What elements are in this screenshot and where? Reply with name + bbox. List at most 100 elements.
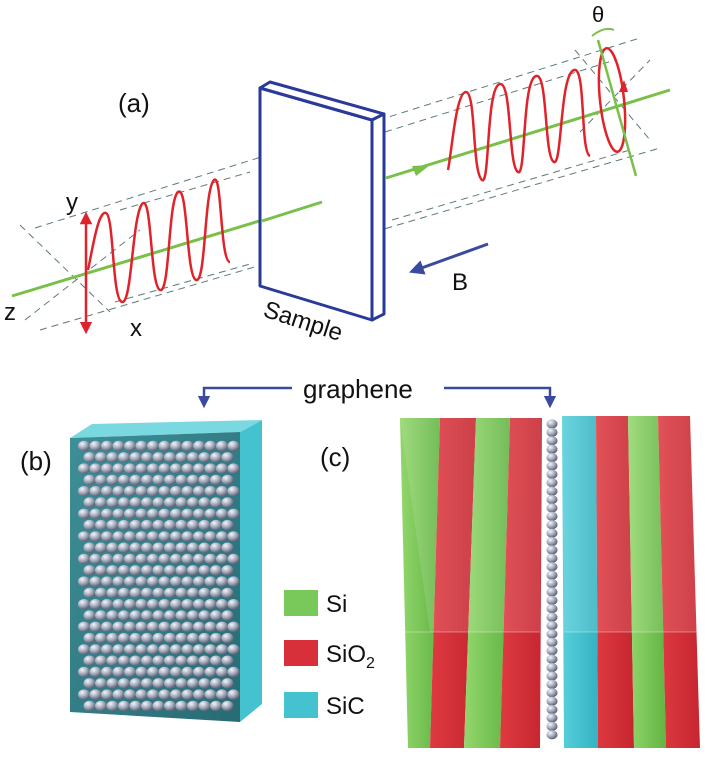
graphene-atom — [147, 666, 159, 678]
graphene-atom — [181, 599, 194, 610]
graphene-atom — [135, 508, 148, 519]
graphene-atom — [546, 696, 558, 706]
graphene-atom — [89, 599, 102, 610]
graphene-atom — [89, 440, 102, 452]
graphene-atom — [175, 565, 188, 576]
graphene-atom — [118, 497, 130, 508]
graphene-atom — [175, 700, 188, 712]
graphene-atom — [158, 621, 171, 632]
layer-sio2-2 — [500, 418, 542, 748]
graphene-atom — [198, 542, 211, 553]
graphene-atom — [546, 461, 558, 471]
legend-swatch-sio2 — [284, 640, 318, 666]
graphene-atom — [95, 497, 107, 508]
graphene-atom — [175, 655, 188, 666]
graphene-atom — [193, 508, 205, 519]
graphene-atom — [152, 700, 165, 712]
legend-swatch-sic — [284, 692, 318, 718]
graphene-atom — [118, 519, 130, 531]
ellipse-arrow — [619, 80, 628, 92]
graphene-atom — [546, 671, 558, 681]
graphene-atom — [89, 508, 102, 519]
graphene-atom — [147, 486, 159, 497]
graphene-atom — [152, 452, 165, 463]
graphene-atom — [95, 565, 107, 576]
graphene-atom — [198, 632, 211, 644]
graphene-atom — [101, 621, 113, 632]
graphene-atom — [227, 576, 240, 587]
graphene-atom — [546, 730, 558, 740]
graphene-atom — [129, 587, 142, 599]
graphene-atom — [141, 632, 153, 644]
graphene-atom — [95, 655, 107, 666]
graphene-atom — [216, 621, 228, 632]
right-block-facet — [562, 416, 700, 632]
graphene-atom — [198, 587, 211, 599]
legend-item-sio2: SiO2 — [284, 640, 375, 672]
graphene-atom — [210, 632, 222, 644]
graphene-atom — [546, 495, 558, 505]
graphene-atom — [216, 576, 228, 587]
rotation-arc — [591, 27, 615, 37]
graphene-atom — [181, 621, 194, 632]
graphene-atom — [546, 612, 558, 622]
graphene-atom — [198, 655, 211, 666]
graphene-atom — [152, 610, 165, 621]
graphene-atom — [181, 508, 194, 519]
graphene-atom — [546, 679, 558, 690]
multilayer-left — [400, 418, 542, 748]
graphene-atom — [181, 440, 194, 452]
graphene-atom — [124, 440, 136, 452]
graphene-atom — [118, 632, 130, 644]
graphene-atom — [158, 666, 171, 678]
graphene-atom — [112, 644, 125, 655]
graphene-atom — [164, 452, 176, 463]
graphene-atom — [216, 486, 228, 497]
graphene-atom — [101, 463, 113, 474]
graphene-atom — [164, 565, 176, 576]
graphene-atom — [193, 486, 205, 497]
graphene-atom — [129, 474, 142, 486]
graphene-atom — [95, 519, 107, 531]
graphene-atom — [204, 553, 217, 565]
layer-sio2-4 — [658, 416, 700, 748]
graphene-atom — [129, 632, 142, 644]
graphene-atom — [187, 519, 199, 531]
graphene-atom — [175, 678, 188, 689]
graphene-atom — [141, 700, 153, 712]
graphene-atom — [546, 427, 558, 437]
graphene-atom — [216, 666, 228, 678]
graphene-atom — [129, 452, 142, 463]
field-label: B — [452, 269, 468, 296]
graphene-atom — [89, 486, 102, 497]
graphene-atom — [129, 678, 142, 689]
graphene-atom — [170, 666, 182, 678]
layer-si-2 — [464, 418, 510, 748]
graphene-atom — [175, 452, 188, 463]
graphene-atom — [193, 553, 205, 565]
rotated-axis — [596, 39, 638, 177]
graphene-atom — [95, 632, 107, 644]
graphene-atom — [164, 542, 176, 553]
graphene-atom — [221, 678, 234, 689]
panel-a: (a) y x z Sample B θ — [4, 2, 671, 347]
graphene-atom — [152, 497, 165, 508]
graphene-atom — [210, 700, 222, 712]
graphene-atom — [101, 644, 113, 655]
graphene-atom — [135, 666, 148, 678]
graphene-atom — [83, 632, 96, 644]
graphene-atom — [175, 587, 188, 599]
graphene-atom — [124, 576, 136, 587]
graphene-atom — [193, 599, 205, 610]
graphene-atom — [216, 599, 228, 610]
incident-wave — [86, 178, 232, 304]
graphene-arrow-left — [197, 386, 292, 409]
graphene-atom — [221, 452, 234, 463]
graphene-atom — [170, 644, 182, 655]
graphene-atom — [141, 542, 153, 553]
graphene-atom — [187, 497, 199, 508]
graphene-atom — [170, 463, 182, 474]
graphene-atom — [546, 688, 558, 698]
graphene-atom — [175, 474, 188, 486]
graphene-atom — [546, 646, 558, 656]
